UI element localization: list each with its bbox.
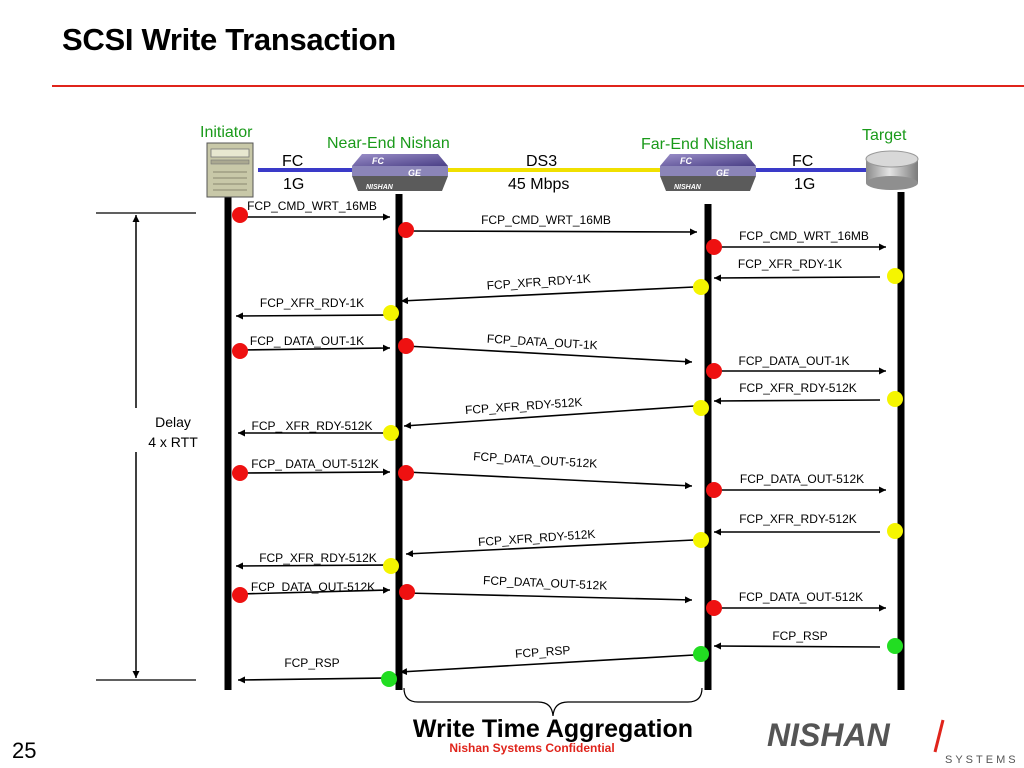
message-label: FCP_XFR_RDY-1K xyxy=(486,271,591,292)
event-marker-red xyxy=(398,338,414,354)
title-divider xyxy=(52,85,1024,87)
event-marker-red xyxy=(706,600,722,616)
event-marker-red xyxy=(232,465,248,481)
message-arrow xyxy=(399,654,695,676)
initiator-label: Initiator xyxy=(200,124,253,141)
message-label: FCP_ XFR_RDY-512K xyxy=(252,419,373,433)
event-marker-red xyxy=(398,222,414,238)
message-label: FCP_ DATA_OUT-1K xyxy=(250,334,364,348)
event-marker-yellow xyxy=(693,400,709,416)
logo-slash xyxy=(933,719,945,753)
near-end-label: Near-End Nishan xyxy=(327,135,450,152)
message-arrow xyxy=(405,471,693,490)
message-arrow xyxy=(235,312,391,320)
storage-icon xyxy=(865,150,919,190)
svg-text:NISHAN: NISHAN xyxy=(674,184,702,191)
svg-text:NISHAN: NISHAN xyxy=(366,184,394,191)
message-label: FCP_RSP xyxy=(515,643,571,661)
event-marker-yellow xyxy=(383,305,399,321)
event-marker-red xyxy=(399,584,415,600)
message-label: FCP_RSP xyxy=(772,629,827,643)
confidential-notice: Nishan Systems Confidential xyxy=(449,741,615,755)
svg-text:GE: GE xyxy=(408,168,422,178)
logo-wordmark: NISHAN xyxy=(767,717,891,753)
message-label: FCP_DATA_OUT-1K xyxy=(739,354,850,368)
far-end-label: Far-End Nishan xyxy=(641,136,753,153)
message-arrow xyxy=(713,397,881,405)
event-marker-red xyxy=(706,482,722,498)
message-label: FCP_XFR_RDY-512K xyxy=(739,512,857,526)
event-marker-yellow xyxy=(887,391,903,407)
message-arrow xyxy=(235,562,391,570)
fc-right-label-2: 1G xyxy=(794,176,815,193)
message-arrow xyxy=(713,642,881,650)
message-arrow xyxy=(713,274,881,282)
svg-text:FC: FC xyxy=(680,156,692,166)
marker-layer xyxy=(232,207,903,687)
aggregation-label: Write Time Aggregation xyxy=(413,715,693,743)
slide-title: SCSI Write Transaction xyxy=(62,22,396,57)
fc-left-label-1: FC xyxy=(282,153,303,170)
message-label: FCP_CMD_WRT_16MB xyxy=(739,229,869,243)
message-label: FCP_XFR_RDY-1K xyxy=(738,257,842,271)
message-layer: FCP_CMD_WRT_16MB FCP_CMD_WRT_16MB FCP_CMD_… xyxy=(235,199,886,684)
message-label: FCP_DATA_OUT-512K xyxy=(740,472,864,486)
ds3-label-2: 45 Mbps xyxy=(508,176,569,193)
fc-left-label-2: 1G xyxy=(283,176,304,193)
delay-label: Delay xyxy=(155,414,191,430)
logo-systems: SYSTEMS xyxy=(945,754,1019,766)
message-label: FCP_RSP xyxy=(284,656,339,670)
event-marker-yellow xyxy=(693,279,709,295)
message-arrow xyxy=(405,592,693,604)
event-marker-yellow xyxy=(887,268,903,284)
message-label: FCP_DATA_OUT-512K xyxy=(473,449,598,471)
event-marker-red xyxy=(706,363,722,379)
message-arrow xyxy=(237,676,391,684)
event-marker-yellow xyxy=(693,532,709,548)
message-arrow xyxy=(239,344,391,352)
nishan-logo: NISHAN SYSTEMS xyxy=(767,717,1019,766)
message-arrow xyxy=(239,468,391,476)
message-arrow xyxy=(405,228,698,236)
server-icon xyxy=(206,142,254,198)
message-label: FCP_DATA_OUT-512K xyxy=(483,573,608,592)
message-label: FCP_DATA_OUT-512K xyxy=(251,580,375,594)
message-label: FCP_XFR_RDY-1K xyxy=(260,296,364,310)
event-marker-green xyxy=(693,646,709,662)
near-end-switch-icon: FC GE NISHAN xyxy=(352,154,448,191)
event-marker-red xyxy=(232,343,248,359)
fc-right-label-1: FC xyxy=(792,153,813,170)
svg-text:GE: GE xyxy=(716,168,730,178)
event-marker-red xyxy=(232,207,248,223)
message-arrow xyxy=(405,345,693,366)
message-arrow xyxy=(403,405,695,430)
far-end-switch-icon: FC GE NISHAN xyxy=(660,154,756,191)
event-marker-yellow xyxy=(383,425,399,441)
message-label: FCP_ DATA_OUT-512K xyxy=(251,457,379,471)
event-marker-yellow xyxy=(383,558,399,574)
ds3-label-1: DS3 xyxy=(526,153,557,170)
message-label: FCP_XFR_RDY-512K xyxy=(465,395,583,417)
event-marker-green xyxy=(887,638,903,654)
event-marker-green xyxy=(381,671,397,687)
aggregation-brace xyxy=(403,687,703,717)
message-arrow xyxy=(400,286,695,305)
event-marker-red xyxy=(706,239,722,255)
message-arrow xyxy=(405,539,695,558)
event-marker-red xyxy=(232,587,248,603)
event-marker-yellow xyxy=(887,523,903,539)
target-label: Target xyxy=(862,127,907,144)
svg-text:FC: FC xyxy=(372,156,384,166)
message-label: FCP_CMD_WRT_16MB xyxy=(481,213,611,227)
slide-number: 25 xyxy=(12,738,37,763)
message-label: FCP_CMD_WRT_16MB xyxy=(247,199,377,213)
message-label: FCP_DATA_OUT-1K xyxy=(486,332,598,353)
message-label: FCP_DATA_OUT-512K xyxy=(739,590,863,604)
event-marker-red xyxy=(398,465,414,481)
message-label: FCP_XFR_RDY-512K xyxy=(259,551,377,565)
message-arrow xyxy=(239,586,391,595)
delay-value: 4 x RTT xyxy=(148,434,198,450)
message-label: FCP_XFR_RDY-512K xyxy=(739,381,857,395)
